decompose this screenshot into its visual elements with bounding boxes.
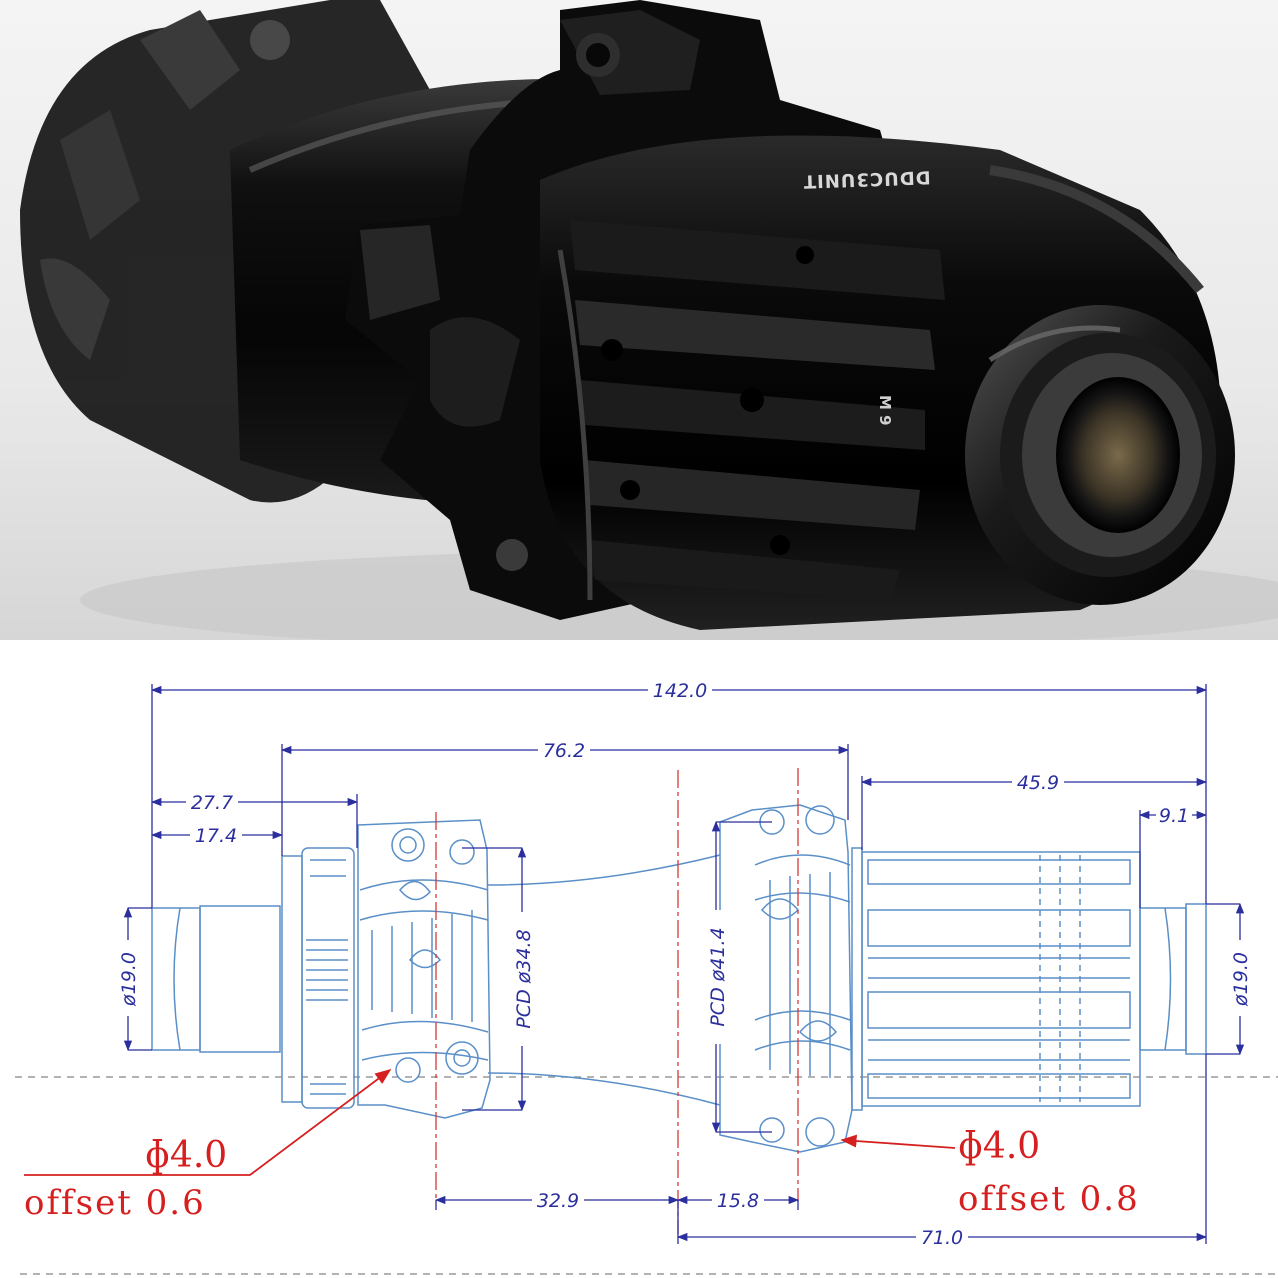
dimension-labels: 142.0 76.2 45.9 27.7 17.4 9.1 32.9 15.8 … bbox=[116, 678, 1252, 1249]
dim-right-axle-diameter: ø19.0 bbox=[1230, 952, 1252, 1007]
dim-right-reference: 71.0 bbox=[921, 1227, 963, 1249]
dim-left-center-to-mid: 32.9 bbox=[537, 1190, 579, 1212]
callout-left-offset: offset 0.6 bbox=[24, 1183, 206, 1223]
dim-right-endcap: 9.1 bbox=[1159, 805, 1189, 827]
callout-right: ɸ4.0 offset 0.8 bbox=[840, 1126, 1140, 1219]
hub-technical-drawing: 142.0 76.2 45.9 27.7 17.4 9.1 32.9 15.8 … bbox=[15, 678, 1278, 1275]
dimension-lines bbox=[123, 684, 1245, 1244]
dim-left-flange-offset: 27.7 bbox=[191, 792, 233, 814]
hub-engraving: DDUC3UNIT bbox=[802, 166, 931, 191]
hub-outline bbox=[151, 804, 1207, 1153]
centerlines bbox=[435, 768, 799, 1234]
dim-right-pcd: PCD ø41.4 bbox=[707, 927, 729, 1026]
dim-left-axle-diameter: ø19.0 bbox=[118, 952, 140, 1007]
hub-marking: M 9 bbox=[876, 395, 894, 426]
dim-flange-to-flange: 76.2 bbox=[543, 740, 585, 762]
dim-driveside-body: 45.9 bbox=[1017, 772, 1059, 794]
callout-right-offset: offset 0.8 bbox=[958, 1179, 1140, 1219]
hub-photo: DDUC3UNIT M 9 bbox=[0, 0, 1278, 640]
callout-left: ɸ4.0 offset 0.6 bbox=[24, 1069, 392, 1223]
dim-left-pcd: PCD ø34.8 bbox=[513, 929, 535, 1028]
callout-right-hole: ɸ4.0 bbox=[958, 1126, 1040, 1167]
callout-left-hole: ɸ4.0 bbox=[145, 1135, 227, 1176]
dim-right-center-to-mid: 15.8 bbox=[717, 1190, 759, 1212]
dim-overall-width: 142.0 bbox=[653, 680, 707, 702]
end-cap bbox=[965, 305, 1235, 605]
dim-left-endcap: 17.4 bbox=[195, 825, 237, 847]
